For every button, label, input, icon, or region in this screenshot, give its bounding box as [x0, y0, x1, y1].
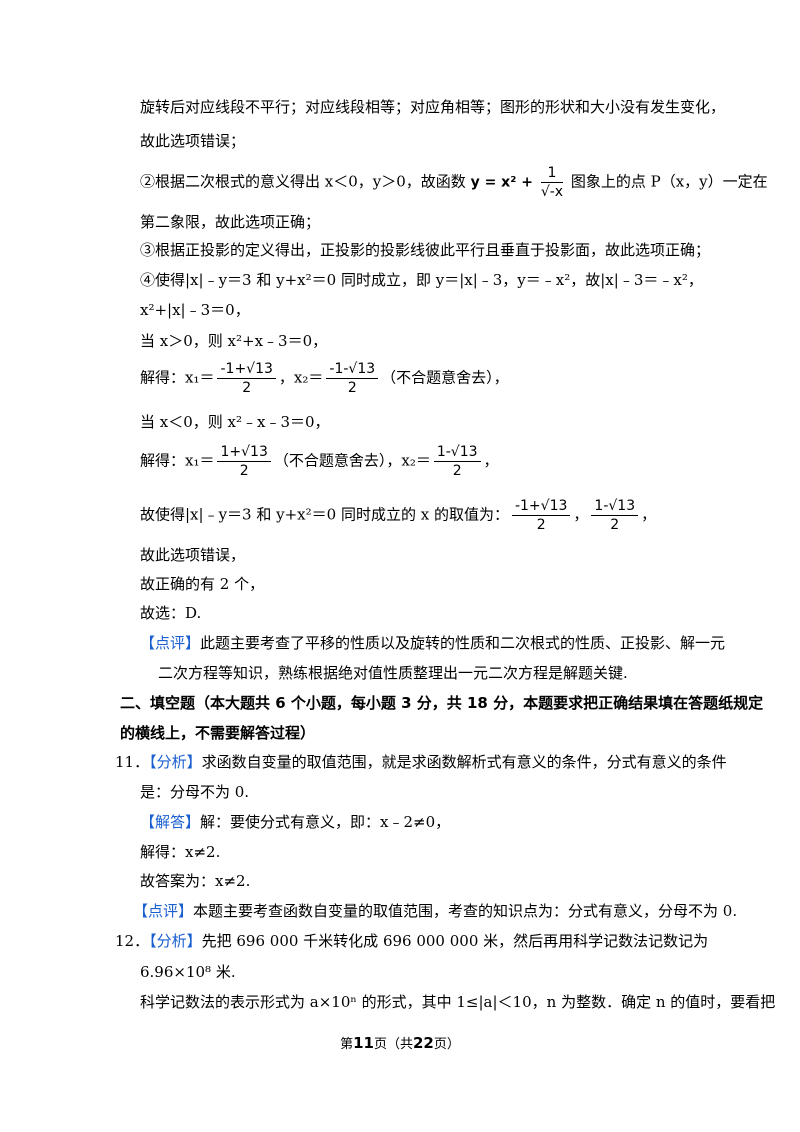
formula: y = x² +: [470, 174, 538, 191]
numerator: -1+√13: [217, 360, 276, 379]
numerator: 1-√13: [591, 497, 639, 516]
denominator: 2: [242, 380, 252, 396]
text-line: 6.96×10⁸ 米.: [140, 963, 236, 981]
text-line: 12．【分析】先把 696 000 千米转化成 696 000 000 米，然后…: [115, 931, 708, 951]
footer-text: 页）: [433, 1037, 460, 1052]
page-total: 22: [413, 1034, 434, 1052]
footer-text: 页（共: [373, 1037, 413, 1052]
text-segment: 解：要使分式有意义，即：x﹣2≠0，: [200, 813, 451, 831]
text-line: 是：分母不为 0.: [140, 783, 250, 801]
text-line: 【解答】解：要使分式有意义，即：x﹣2≠0，: [140, 812, 450, 832]
text-line: 科学记数法的表示形式为 a×10ⁿ 的形式，其中 1≤|a|＜10，n 为整数．…: [140, 993, 776, 1011]
text-line: 【点评】此题主要考查了平移的性质以及旋转的性质和二次根式的性质、正投影、解一元: [140, 633, 725, 653]
section-heading: 的横线上，不需要解答过程）: [120, 724, 316, 742]
comment-tag: 【点评】: [140, 634, 201, 652]
text-line: ②根据二次根式的意义得出 x＜0，y＞0，故函数 y = x² + 1√-x 图…: [140, 164, 768, 201]
text-line: 二次方程等知识，熟练根据绝对值性质整理出一元二次方程是解题关键.: [158, 664, 628, 682]
text-segment: 解得：x₁＝: [140, 368, 215, 387]
text-line: 当 x＞0，则 x²+x﹣3＝0，: [140, 332, 328, 350]
text-line: 【点评】本题主要考查函数自变量的取值范围，考查的知识点为：分式有意义，分母不为 …: [133, 901, 737, 921]
footer-text: 第: [340, 1037, 354, 1052]
text-segment: 解得：x₁＝: [140, 451, 215, 470]
denominator: 2: [239, 463, 249, 479]
text-line: x²+|x|﹣3＝0，: [140, 301, 250, 319]
analysis-tag: 【分析】: [149, 753, 202, 771]
denominator: √-x: [540, 184, 564, 200]
numerator: -1+√13: [511, 497, 571, 516]
analysis-tag: 【分析】: [149, 932, 202, 950]
text-segment: ，x₂＝: [278, 368, 324, 387]
text-segment: 本题主要考查函数自变量的取值范围，考查的知识点为：分式有意义，分母不为 0.: [193, 902, 738, 920]
text-segment: 求函数自变量的取值范围，就是求函数解析式有意义的条件，分式有意义的条件: [201, 753, 727, 771]
question-number: 11．: [115, 753, 150, 771]
fraction: 1√-x: [540, 164, 564, 201]
comment-tag: 【点评】: [133, 902, 194, 920]
text-line: 当 x＜0，则 x²﹣x﹣3＝0，: [140, 413, 330, 431]
text-line: 11．【分析】求函数自变量的取值范围，就是求函数解析式有意义的条件，分式有意义的…: [115, 752, 727, 772]
text-line: 故答案为：x≠2.: [140, 872, 251, 890]
text-line: 解得：x≠2.: [140, 843, 221, 861]
text-line: 故选：D.: [140, 604, 202, 622]
text-line: ④使得|x|﹣y＝3 和 y+x²＝0 同时成立，即 y＝|x|﹣3，y＝﹣x²…: [140, 271, 703, 289]
denominator: 2: [536, 517, 546, 533]
page-footer: 第11页（共22页）: [0, 1033, 800, 1052]
section-heading: 二、填空题（本大题共 6 个小题，每小题 3 分，共 18 分，本题要求把正确结…: [120, 694, 764, 712]
denominator: 2: [347, 380, 357, 396]
text-segment: ，: [641, 505, 657, 524]
text-segment: 图象上的点 P（x，y）一定在: [566, 172, 768, 191]
text-line: 故正确的有 2 个，: [140, 575, 265, 593]
text-segment: （不合题意舍去），x₂＝: [273, 451, 431, 470]
question-number: 12．: [115, 932, 150, 950]
answer-tag: 【解答】: [140, 813, 201, 831]
text-segment: 此题主要考查了平移的性质以及旋转的性质和二次根式的性质、正投影、解一元: [200, 634, 726, 652]
text-segment: （不合题意舍去），: [381, 368, 509, 387]
denominator: 2: [610, 517, 620, 533]
text-segment: ，: [573, 505, 589, 524]
text-line: 故此选项错误，: [140, 546, 246, 564]
numerator: -1-√13: [326, 360, 379, 379]
text-line: 故此选项错误；: [140, 132, 246, 150]
numerator: 1: [540, 164, 564, 183]
denominator: 2: [452, 463, 462, 479]
text-segment: ②根据二次根式的意义得出 x＜0，y＞0，故函数: [140, 172, 471, 191]
numerator: 1+√13: [217, 443, 271, 462]
text-segment: 先把 696 000 千米转化成 696 000 000 米，然后再用科学记数法…: [201, 932, 709, 950]
text-line: 第二象限，故此选项正确；: [140, 213, 321, 231]
text-segment: 故使得|x|﹣y＝3 和 y+x²＝0 同时成立的 x 的取值为：: [140, 505, 509, 524]
text-segment: ，: [483, 451, 499, 470]
text-line: 旋转后对应线段不平行；对应线段相等；对应角相等；图形的形状和大小没有发生变化，: [140, 98, 726, 116]
page-number: 11: [353, 1034, 374, 1052]
numerator: 1-√13: [433, 443, 481, 462]
text-line: ③根据正投影的定义得出，正投影的投影线彼此平行且垂直于投影面，故此选项正确；: [140, 241, 711, 259]
